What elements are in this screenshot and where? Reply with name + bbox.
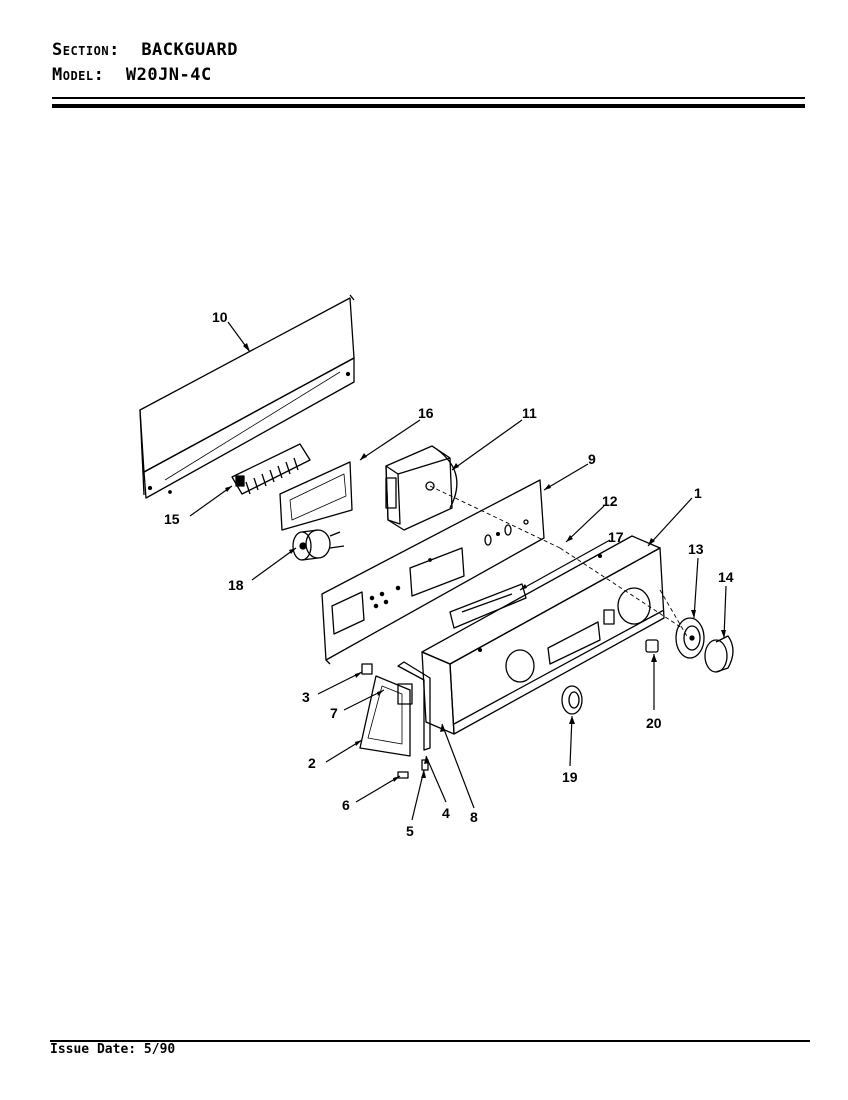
- callout-8: 8: [470, 809, 478, 825]
- section-label: Section:: [52, 40, 120, 60]
- footer-rule: [50, 1040, 810, 1042]
- callout-6: 6: [342, 797, 350, 813]
- callout-13: 13: [688, 541, 704, 557]
- leader-lines: [189, 321, 727, 821]
- part-16-bracket: [279, 461, 353, 531]
- callout-7: 7: [330, 705, 338, 721]
- part-20-button: [645, 639, 659, 653]
- model-value: W20JN-4C: [125, 65, 212, 85]
- callout-2: 2: [308, 755, 316, 771]
- part-11-switch-housing: [385, 445, 458, 531]
- header-rule-bottom: [52, 104, 805, 108]
- callout-4: 4: [442, 805, 450, 821]
- callout-17: 17: [608, 529, 624, 545]
- header-rule-top: [52, 97, 805, 99]
- model-line: Model: W20JN-4C: [52, 65, 212, 85]
- part-2-side-bracket: [359, 663, 413, 757]
- callout-labels: 10 16 11 9 15 12 1 17 13 14 18 3 7 2 20 …: [164, 309, 734, 839]
- part-1-control-panel: [421, 535, 665, 735]
- part-9-mounting-panel: [321, 479, 545, 665]
- part-17-lens: [449, 583, 527, 629]
- callout-20: 20: [646, 715, 662, 731]
- leader-arrowheads: [225, 343, 726, 782]
- callout-1: 1: [694, 485, 702, 501]
- part-6-screw: [397, 771, 409, 779]
- issue-date: Issue Date: 5/90: [50, 1042, 176, 1057]
- part-14-knob: [704, 635, 734, 673]
- callout-15: 15: [164, 511, 180, 527]
- callout-18: 18: [228, 577, 244, 593]
- callout-14: 14: [718, 569, 734, 585]
- part-15-terminal-block: [231, 443, 311, 495]
- model-label: Model:: [52, 65, 105, 85]
- part-18-timer: [292, 529, 345, 561]
- callout-9: 9: [588, 451, 596, 467]
- part-13-knob-skirt: [675, 617, 705, 659]
- part-10-rear-panel: [139, 294, 355, 499]
- alignment-lines: [429, 485, 689, 639]
- callout-12: 12: [602, 493, 618, 509]
- callout-5: 5: [406, 823, 414, 839]
- callout-19: 19: [562, 769, 578, 785]
- part-4-strip: [397, 661, 431, 751]
- callout-11: 11: [522, 405, 537, 421]
- callout-10: 10: [212, 309, 228, 325]
- callout-16: 16: [418, 405, 434, 421]
- callout-3: 3: [302, 689, 310, 705]
- section-line: Section: BACKGUARD: [52, 40, 238, 60]
- section-value: BACKGUARD: [141, 40, 238, 60]
- part-19-selector-knob: [561, 685, 583, 715]
